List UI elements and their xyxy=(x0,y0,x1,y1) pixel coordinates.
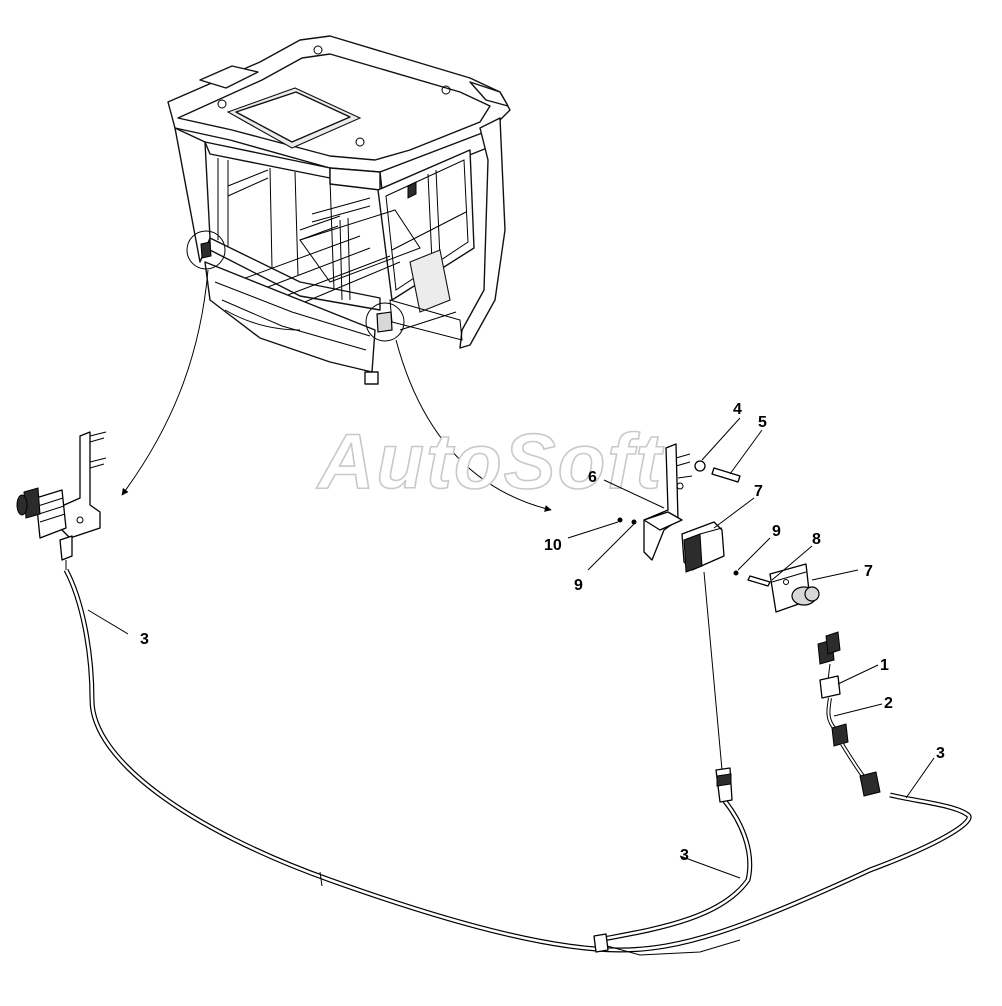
left-switch-assembly xyxy=(16,431,107,572)
callout-3-left: 3 xyxy=(140,631,149,648)
callout-7-right: 7 xyxy=(864,563,873,580)
washer-9-right xyxy=(733,570,739,576)
callout-3-right: 3 xyxy=(936,745,945,762)
callout-6: 6 xyxy=(588,469,597,486)
relay-harness xyxy=(817,631,881,797)
callout-5: 5 xyxy=(758,414,767,431)
callout-2: 2 xyxy=(884,695,893,712)
callout-7-top: 7 xyxy=(754,483,763,500)
callout-1: 1 xyxy=(880,657,889,674)
screw-8 xyxy=(747,575,771,587)
detail-arrow-left xyxy=(121,269,209,496)
washer-9-left xyxy=(631,519,637,525)
callout-10: 10 xyxy=(544,537,562,554)
wiring-harness xyxy=(63,568,972,956)
detail-arrow-right xyxy=(395,339,552,512)
nut-10 xyxy=(617,517,623,523)
callout-9-top: 9 xyxy=(772,523,781,540)
operator-cab xyxy=(167,35,511,385)
push-button-switch-7 xyxy=(769,563,820,613)
right-bracket-assembly xyxy=(643,443,693,561)
washer-4 xyxy=(694,460,706,472)
leader-lines xyxy=(87,417,935,879)
callout-3-middle: 3 xyxy=(680,847,689,864)
callout-4: 4 xyxy=(733,401,742,418)
screw-5 xyxy=(711,467,741,483)
callout-9-bottom: 9 xyxy=(574,577,583,594)
callout-8: 8 xyxy=(812,531,821,548)
switch-housing-7 xyxy=(681,521,725,573)
watermark-text: AutoSoft xyxy=(316,417,664,505)
